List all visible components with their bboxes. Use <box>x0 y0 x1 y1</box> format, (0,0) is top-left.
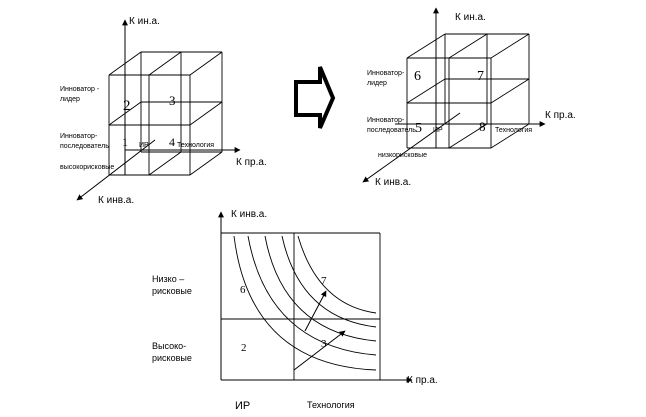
right-cube-cell-7: 7 <box>477 69 484 84</box>
left-cube-cell-2: 2 <box>123 98 131 114</box>
matrix-col-right-label: Технология <box>307 400 355 410</box>
right-cube-row-bottom-label: Инноватор- <box>367 117 405 124</box>
matrix-col-left-label: ИР <box>235 400 250 412</box>
matrix-row-bottom-label: Высоко- <box>152 341 186 351</box>
right-cube-axis-z-label: К инв.а. <box>375 177 411 188</box>
left-cube-back-face <box>140 51 223 153</box>
right-cube-depth-edges <box>406 33 530 149</box>
right-cube-row-top-label-2: лидер <box>367 80 387 87</box>
right-cube-row-bottom-label-2: последователь <box>367 127 416 134</box>
matrix-row-top-label-2: рисковые <box>152 286 192 296</box>
right-cube: К ин.а. К пр.а. К инв.а. Инноватор- лиде… <box>362 7 576 188</box>
matrix-arrow-to-7 <box>304 290 327 332</box>
matrix-cell-6: 6 <box>240 284 246 296</box>
right-cube-axis-y-label: К ин.а. <box>455 12 486 23</box>
right-cube-back-face <box>444 33 530 125</box>
left-cube-axis-x-label: К пр.а. <box>236 157 267 168</box>
left-cube-row-bottom-label-2: последователь <box>60 143 109 150</box>
left-cube: К ин.а. К пр.а. К инв.а. Инноватор - лид… <box>60 16 267 206</box>
risk-matrix: К инв.а. К пр.а. Низко – рисковые Высоко… <box>152 209 438 412</box>
left-cube-col-left-label: ИР <box>139 142 149 149</box>
right-cube-depth-label: низкорисковые <box>378 152 427 159</box>
left-cube-cell-3: 3 <box>169 93 176 108</box>
left-cube-depth-label: высокорисковые <box>60 164 114 171</box>
left-cube-cell-4: 4 <box>169 135 175 149</box>
left-cube-axis-z <box>76 139 156 201</box>
right-cube-cell-6: 6 <box>414 69 421 84</box>
matrix-row-top-label: Низко – <box>152 274 184 284</box>
left-cube-cell-1: 1 <box>122 135 128 149</box>
matrix-cell-3: 3 <box>321 338 327 350</box>
right-cube-cell-8: 8 <box>479 119 486 134</box>
left-cube-row-bottom-label: Инноватор- <box>60 133 98 140</box>
left-cube-axis-y-label: К ин.а. <box>129 16 160 27</box>
right-cube-cell-5: 5 <box>415 121 422 136</box>
matrix-arrow-to-3 <box>293 330 346 371</box>
right-cube-col-right-label: Технология <box>495 127 532 134</box>
matrix-curves <box>233 235 377 371</box>
matrix-axis-y-label: К инв.а. <box>231 209 267 220</box>
transition-arrow-icon <box>294 66 336 129</box>
right-cube-col-left-label: ИР <box>433 127 443 134</box>
right-cube-axis-x-label: К пр.а. <box>545 110 576 121</box>
left-cube-axis-z-label: К инв.а. <box>98 195 134 206</box>
right-cube-axis-z <box>362 112 461 183</box>
matrix-row-bottom-label-2: рисковые <box>152 353 192 363</box>
left-cube-col-right-label: Технология <box>177 142 214 149</box>
matrix-cell-7: 7 <box>321 275 327 287</box>
matrix-cell-2: 2 <box>241 342 247 354</box>
matrix-axis-x-label: К пр.а. <box>407 375 438 386</box>
right-cube-row-top-label: Инноватор- <box>367 70 405 77</box>
left-cube-row-top-label: Инноватор - <box>60 86 100 93</box>
left-cube-front-face <box>108 74 191 176</box>
left-cube-row-top-label-2: лидер <box>60 96 80 103</box>
